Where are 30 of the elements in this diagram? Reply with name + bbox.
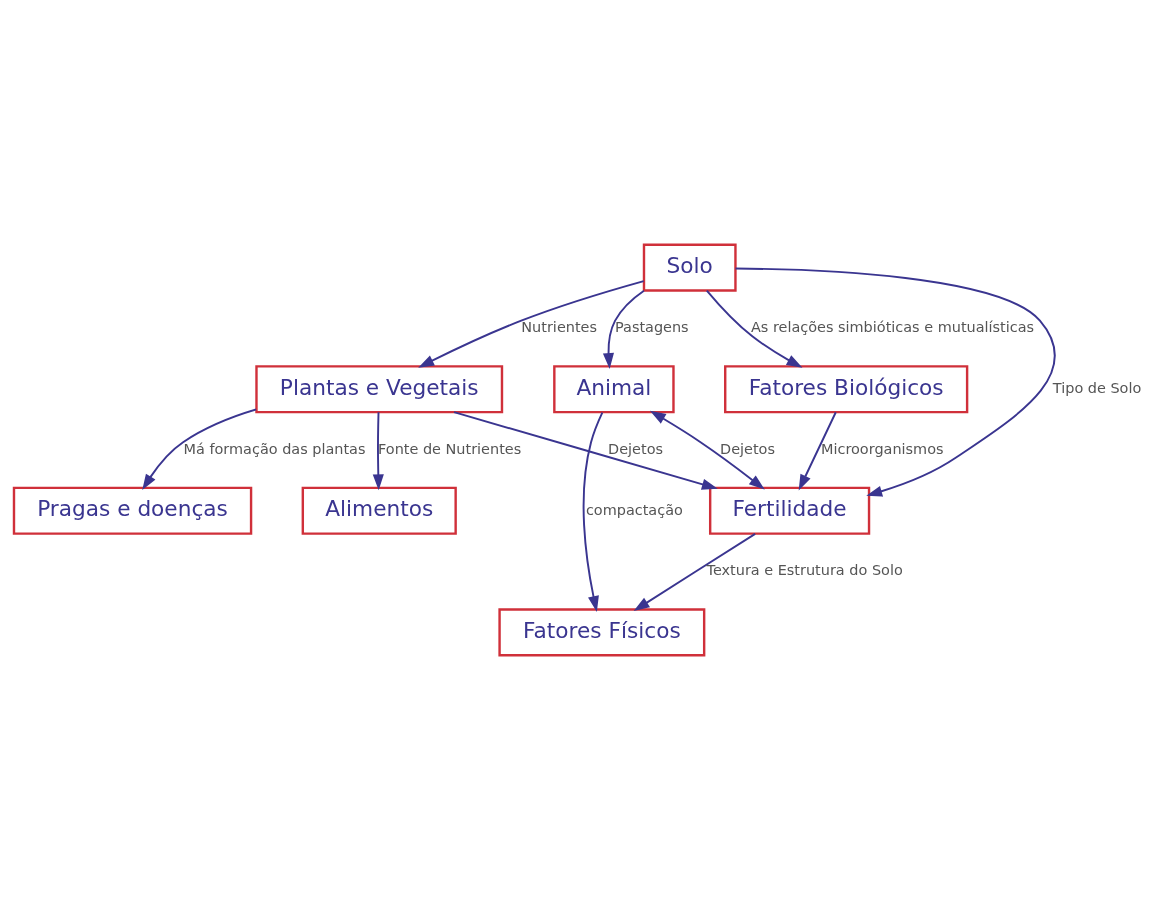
node-box: Alimentos bbox=[301, 486, 457, 535]
node-box: Fatores Biológicos bbox=[724, 365, 969, 414]
edge-label: Nutrientes bbox=[521, 319, 597, 336]
edge-label: Tipo de Solo bbox=[1052, 379, 1142, 396]
arrow bbox=[453, 411, 718, 490]
edge-label: Textura e Estrutura do Solo bbox=[706, 562, 903, 579]
node-box: Pragas e doenças bbox=[12, 486, 253, 535]
node-box: Fertilidade bbox=[708, 486, 871, 535]
edge-label: Dejetos bbox=[608, 440, 664, 457]
arrow bbox=[705, 289, 803, 368]
node-box: Solo bbox=[642, 243, 737, 292]
node-box: Animal bbox=[553, 365, 675, 414]
edge-label: As relações simbióticas e mutualísticas bbox=[750, 319, 1035, 336]
edge-label: Microorganismos bbox=[821, 440, 944, 457]
edge-label: Má formação das plantas bbox=[183, 440, 366, 457]
arrow bbox=[798, 411, 837, 491]
arrow bbox=[582, 411, 604, 612]
arrow bbox=[649, 410, 765, 490]
arrow bbox=[142, 408, 258, 491]
arrow bbox=[372, 411, 384, 491]
edge-label: compactação bbox=[585, 501, 683, 518]
node-box: Plantas e Vegetais bbox=[255, 365, 504, 414]
edge-label: Fonte de Nutrientes bbox=[378, 440, 522, 457]
node-box: Fatores Físicos bbox=[498, 608, 706, 657]
arrow bbox=[633, 532, 757, 611]
edge-label: Pastagens bbox=[614, 319, 689, 336]
arrow bbox=[418, 280, 645, 368]
edge-label: Dejetos bbox=[720, 440, 775, 457]
arrow bbox=[734, 267, 1056, 497]
arrow bbox=[602, 289, 645, 370]
